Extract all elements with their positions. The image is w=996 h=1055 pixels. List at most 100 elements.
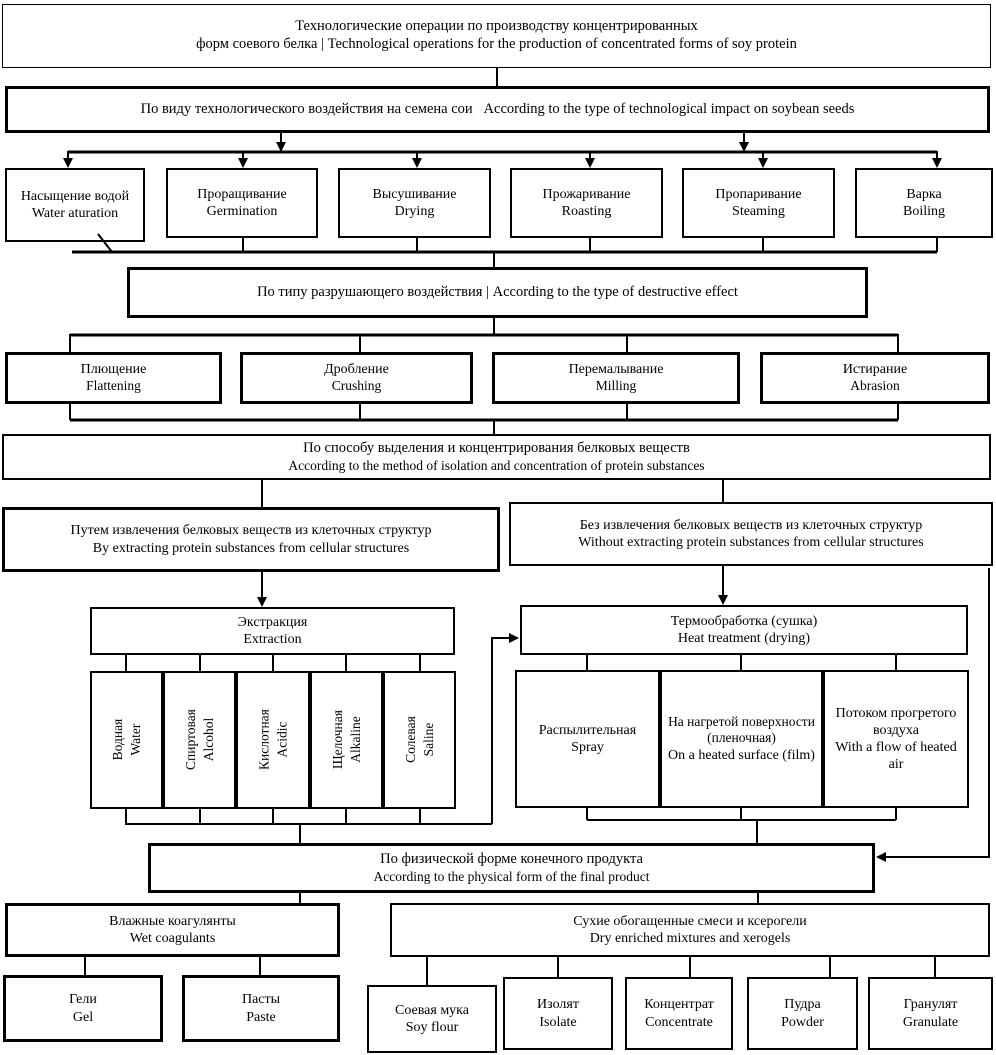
node-saline-extraction: Солевая Saline bbox=[383, 671, 456, 809]
label-ru: Проращивание bbox=[197, 186, 287, 202]
node-without-extraction: Без извлечения белковых веществ из клето… bbox=[509, 502, 993, 566]
label-ru: Пасты bbox=[241, 992, 281, 1008]
label-en: Gel bbox=[72, 1009, 94, 1025]
node-water-extraction: Водная Water bbox=[90, 671, 163, 809]
band-destructive-label: По типу разрушающего воздействия | Accor… bbox=[257, 283, 738, 300]
label-ru: Варка bbox=[906, 186, 942, 202]
label-ru: Концентрат bbox=[644, 997, 714, 1013]
label-en: Saline bbox=[420, 723, 436, 757]
label-ru: Распылительная bbox=[538, 722, 637, 738]
vertical-label-wrap: Водная Water bbox=[92, 673, 161, 807]
band-isolation-en: According to the method of isolation and… bbox=[288, 457, 705, 473]
node-with-extraction: Путем извлечения белковых веществ из кле… bbox=[2, 507, 500, 572]
label-en: Flattening bbox=[86, 378, 141, 394]
vertical-label-wrap: Спиртовая Alcohol bbox=[165, 673, 234, 807]
label-en: Alkaline bbox=[347, 716, 363, 764]
label-ru: Гели bbox=[69, 992, 97, 1008]
title-line-2: форм соевого белка | Technological opera… bbox=[196, 36, 797, 52]
node-heat-treatment: Термообработка (сушка) Heat treatment (d… bbox=[520, 605, 968, 655]
label-en: Boiling bbox=[902, 204, 945, 219]
label-en: Without extracting protein substances fr… bbox=[578, 535, 924, 550]
node-film-drying: На нагретой поверхности (пленочная) On a… bbox=[660, 670, 823, 808]
label-en: Spray bbox=[571, 740, 604, 755]
node-dry-mixtures: Сухие обогащенные смеси и ксерогели Dry … bbox=[390, 903, 990, 957]
node-alkaline-extraction: Щелочная Alkaline bbox=[310, 671, 383, 809]
node-flattening: Плющение Flattening bbox=[5, 352, 222, 404]
label-ru: Изолят bbox=[537, 997, 579, 1013]
label-en: Water aturation bbox=[31, 206, 119, 221]
node-steaming: Пропаривание Steaming bbox=[682, 168, 835, 238]
label-ru: Путем извлечения белковых веществ из кле… bbox=[70, 523, 432, 539]
label-en: Milling bbox=[595, 378, 637, 394]
node-concentrate: Концентрат Concentrate bbox=[625, 977, 733, 1050]
label-ru: Пропаривание bbox=[715, 186, 802, 202]
node-drying: Высушивание Drying bbox=[338, 168, 491, 238]
label-en: Dry enriched mixtures and xerogels bbox=[589, 931, 791, 946]
label-en: Roasting bbox=[561, 204, 612, 219]
label-ru: Потоком прогретого воздуха bbox=[835, 705, 957, 738]
label-ru: Спиртовая bbox=[182, 709, 198, 771]
title-line-1: Технологические операции по производству… bbox=[295, 18, 698, 35]
band-impact-type: По виду технологического воздействия на … bbox=[5, 86, 990, 133]
label-ru: Водная bbox=[109, 719, 125, 761]
node-abrasion: Истирание Abrasion bbox=[760, 352, 990, 404]
node-milling: Перемалывание Milling bbox=[492, 352, 740, 404]
label-ru: Пудра bbox=[784, 997, 821, 1013]
node-paste: Пасты Paste bbox=[182, 975, 340, 1042]
node-spray-drying: Распылительная Spray bbox=[515, 670, 660, 808]
vertical-label-wrap: Кислотная Acidic bbox=[238, 673, 308, 807]
label-ru: Влажные коагулянты bbox=[109, 913, 236, 929]
vertical-label-wrap: Щелочная Alkaline bbox=[312, 673, 381, 807]
band-final-ru: По физической форме конечного продукта bbox=[380, 850, 643, 867]
band-isolation-ru: По способу выделения и концентрирования … bbox=[303, 439, 690, 456]
node-powder: Пудра Powder bbox=[747, 977, 858, 1050]
node-water-saturation: Насыщение водой Water aturation bbox=[5, 168, 145, 242]
label-ru: Насыщение водой bbox=[20, 188, 130, 204]
label-en: With a flow of heated air bbox=[835, 740, 957, 773]
band-final-en: According to the physical form of the fi… bbox=[373, 868, 650, 884]
node-wet-coagulants: Влажные коагулянты Wet coagulants bbox=[5, 903, 340, 957]
band-isolation-method: По способу выделения и концентрирования … bbox=[2, 434, 991, 480]
label-ru: Плющение bbox=[80, 362, 147, 378]
band-destructive-effect: По типу разрушающего воздействия | Accor… bbox=[127, 267, 868, 318]
label-en: Water bbox=[127, 724, 143, 756]
label-ru: Гранулят bbox=[903, 997, 958, 1013]
label-ru: Термообработка (сушка) bbox=[670, 613, 818, 629]
label-en: Germination bbox=[206, 204, 278, 219]
band-impact-label: По виду технологического воздействия на … bbox=[140, 100, 855, 117]
vertical-label-wrap: Солевая Saline bbox=[385, 673, 454, 807]
label-ru: Щелочная bbox=[329, 710, 345, 770]
label-en: Wet coagulants bbox=[129, 931, 216, 946]
label-ru: Высушивание bbox=[372, 186, 457, 202]
node-acidic-extraction: Кислотная Acidic bbox=[236, 671, 310, 809]
label-ru: Перемалывание bbox=[568, 362, 664, 378]
node-alcohol-extraction: Спиртовая Alcohol bbox=[163, 671, 236, 809]
label-ru: Экстракция bbox=[237, 614, 308, 630]
label-en: Powder bbox=[781, 1014, 824, 1030]
label-en: Heat treatment (drying) bbox=[677, 631, 811, 646]
label-ru: Соевая мука bbox=[395, 1002, 469, 1018]
label-ru: Солевая bbox=[402, 716, 418, 764]
label-en: Isolate bbox=[539, 1014, 577, 1030]
label-en: Soy flour bbox=[405, 1020, 459, 1035]
label-en: Abrasion bbox=[850, 378, 900, 394]
node-crushing: Дробление Crushing bbox=[240, 352, 473, 404]
label-en: Acidic bbox=[274, 722, 289, 758]
node-airflow-drying: Потоком прогретого воздуха With a flow o… bbox=[823, 670, 969, 808]
label-en: By extracting protein substances from ce… bbox=[92, 540, 410, 556]
label-en: Crushing bbox=[331, 378, 382, 394]
node-isolate: Изолят Isolate bbox=[503, 977, 613, 1050]
label-ru: Прожаривание bbox=[542, 186, 631, 202]
label-ru: Кислотная bbox=[256, 709, 272, 771]
label-en: Extraction bbox=[243, 632, 302, 647]
label-ru: Без извлечения белковых веществ из клето… bbox=[579, 517, 923, 533]
node-gel: Гели Gel bbox=[3, 975, 163, 1042]
node-boiling: Варка Boiling bbox=[855, 168, 993, 238]
label-ru: Истирание bbox=[842, 362, 908, 378]
label-ru: Сухие обогащенные смеси и ксерогели bbox=[573, 913, 807, 929]
label-en: Concentrate bbox=[645, 1014, 713, 1030]
node-granulate: Гранулят Granulate bbox=[868, 977, 993, 1050]
label-en: Alcohol bbox=[200, 718, 216, 762]
label-en: Steaming bbox=[732, 204, 785, 219]
